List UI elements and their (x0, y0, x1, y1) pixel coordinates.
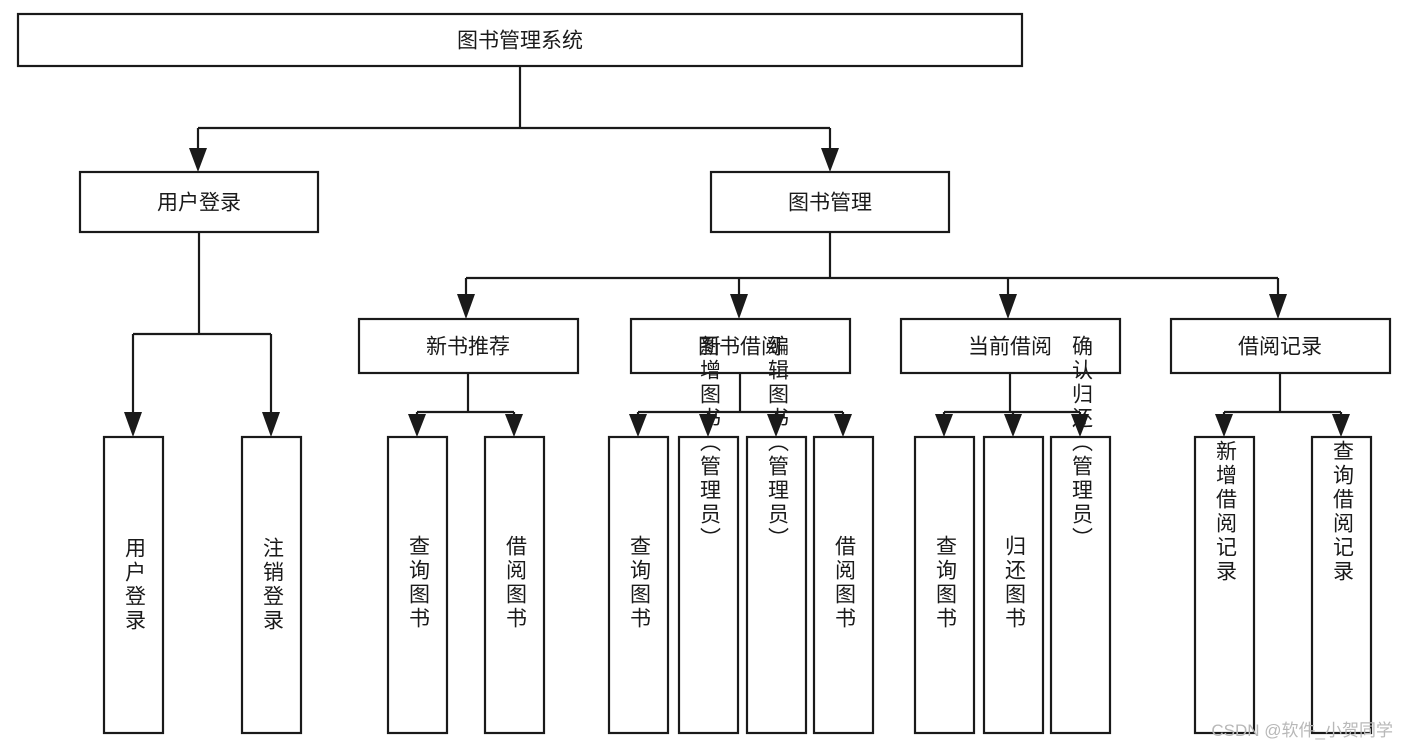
arrow-head-leaf-edit-book (767, 414, 785, 437)
arrow-head-leaf-return-book (1004, 414, 1022, 437)
connector-group-current-borrow (935, 373, 1089, 437)
node-leaf-query-book-3-label: 查询图书 (934, 535, 958, 631)
node-leaf-borrow-book-2-label: 借阅图书 (833, 535, 857, 631)
node-leaf-query-book-2-box[interactable] (607, 435, 670, 735)
node-leaf-query-book-1-box[interactable] (386, 435, 449, 735)
node-leaf-edit-book-label: 编辑图书（管理员） (766, 335, 790, 551)
node-leaf-query-book-3-box[interactable] (913, 435, 976, 735)
node-leaf-logout-box[interactable] (240, 435, 303, 735)
connector-group-root (189, 66, 839, 172)
connector-group-user-login (124, 232, 280, 437)
node-user-login-box[interactable] (78, 170, 320, 234)
node-book-borrow-box[interactable] (629, 317, 852, 375)
watermark: CSDN @软件_小贺同学 (1211, 721, 1393, 740)
node-leaf-add-book[interactable]: 新增图书（管理员） (677, 335, 740, 735)
node-new-book-recommend-label: 新书推荐 (426, 336, 510, 359)
node-leaf-logout[interactable]: 注销登录 (240, 435, 303, 735)
node-leaf-borrow-book-1-box[interactable] (483, 435, 546, 735)
connector-group-book-manage (457, 232, 1287, 319)
node-leaf-add-book-box[interactable] (677, 435, 740, 735)
node-leaf-return-book-box[interactable] (982, 435, 1045, 735)
node-user-login[interactable]: 用户登录 (78, 170, 320, 234)
node-leaf-add-record-box[interactable] (1193, 435, 1256, 735)
arrow-head-borrow-record (1269, 294, 1287, 319)
node-leaf-user-login[interactable]: 用户登录 (102, 435, 165, 735)
node-leaf-query-record[interactable]: 查询借阅记录 (1310, 435, 1373, 735)
node-leaf-return-book[interactable]: 归还图书 (982, 435, 1045, 735)
node-leaf-edit-book-box[interactable] (745, 435, 808, 735)
node-user-login-label: 用户登录 (157, 192, 241, 215)
arrow-head-leaf-query-record (1332, 414, 1350, 437)
node-borrow-record[interactable]: 借阅记录 (1169, 317, 1392, 375)
arrow-head-leaf-borrow-book-2 (834, 414, 852, 437)
node-leaf-query-book-1[interactable]: 查询图书 (386, 435, 449, 735)
arrow-head-book-manage (821, 148, 839, 172)
arrow-head-leaf-add-record (1215, 414, 1233, 437)
arrow-head-leaf-logout (262, 412, 280, 437)
node-leaf-borrow-book-1[interactable]: 借阅图书 (483, 435, 546, 735)
node-leaf-confirm-return-box[interactable] (1049, 435, 1112, 735)
connector-group-new-book-recommend (408, 373, 523, 437)
arrow-head-new-book-recommend (457, 294, 475, 319)
node-book-manage-box[interactable] (709, 170, 951, 234)
node-leaf-query-book-1-label: 查询图书 (407, 535, 431, 631)
node-book-borrow[interactable]: 图书借阅 (629, 317, 852, 375)
arrow-head-leaf-query-book-1 (408, 414, 426, 437)
node-root-box[interactable] (16, 12, 1024, 68)
node-leaf-query-record-box[interactable] (1310, 435, 1373, 735)
node-leaf-logout-label: 注销登录 (261, 537, 285, 633)
arrow-head-leaf-confirm-return (1071, 414, 1089, 437)
node-leaf-user-login-label: 用户登录 (123, 537, 147, 633)
connector-group-borrow-record (1215, 373, 1350, 437)
node-leaf-borrow-book-2[interactable]: 借阅图书 (812, 435, 875, 735)
node-book-manage[interactable]: 图书管理 (709, 170, 951, 234)
node-current-borrow-box[interactable] (899, 317, 1122, 375)
node-borrow-record-box[interactable] (1169, 317, 1392, 375)
arrow-head-leaf-add-book (699, 414, 717, 437)
arrow-head-leaf-query-book-3 (935, 414, 953, 437)
node-leaf-add-record-label: 新增借阅记录 (1214, 440, 1238, 584)
node-leaf-query-book-3[interactable]: 查询图书 (913, 435, 976, 735)
node-current-borrow[interactable]: 当前借阅 (899, 317, 1122, 375)
connector-group-book-borrow (629, 373, 852, 437)
node-leaf-confirm-return-label: 确认归还（管理员） (1070, 335, 1094, 551)
node-leaf-borrow-book-1-label: 借阅图书 (504, 535, 528, 631)
arrow-head-current-borrow (999, 294, 1017, 319)
node-book-borrow-label: 图书借阅 (698, 336, 782, 359)
node-leaf-add-book-label: 新增图书（管理员） (698, 335, 722, 551)
arrow-head-leaf-user-login (124, 412, 142, 437)
arrow-head-leaf-borrow-book-1 (505, 414, 523, 437)
node-leaf-query-record-label: 查询借阅记录 (1331, 440, 1355, 584)
node-leaf-add-record[interactable]: 新增借阅记录 (1193, 435, 1256, 735)
arrow-head-leaf-query-book-2 (629, 414, 647, 437)
node-leaf-user-login-box[interactable] (102, 435, 165, 735)
node-root[interactable]: 图书管理系统 (16, 12, 1024, 68)
node-borrow-record-label: 借阅记录 (1238, 336, 1322, 359)
node-book-manage-label: 图书管理 (788, 192, 872, 215)
node-leaf-query-book-2[interactable]: 查询图书 (607, 435, 670, 735)
node-new-book-recommend[interactable]: 新书推荐 (357, 317, 580, 375)
arrow-head-user-login (189, 148, 207, 172)
node-current-borrow-label: 当前借阅 (968, 336, 1052, 359)
node-root-label: 图书管理系统 (457, 30, 583, 53)
node-leaf-edit-book[interactable]: 编辑图书（管理员） (745, 335, 808, 735)
arrow-head-book-borrow (730, 294, 748, 319)
node-leaf-query-book-2-label: 查询图书 (628, 535, 652, 631)
node-leaf-borrow-book-2-box[interactable] (812, 435, 875, 735)
node-new-book-recommend-box[interactable] (357, 317, 580, 375)
node-leaf-return-book-label: 归还图书 (1003, 535, 1027, 631)
node-leaf-confirm-return[interactable]: 确认归还（管理员） (1049, 335, 1112, 735)
